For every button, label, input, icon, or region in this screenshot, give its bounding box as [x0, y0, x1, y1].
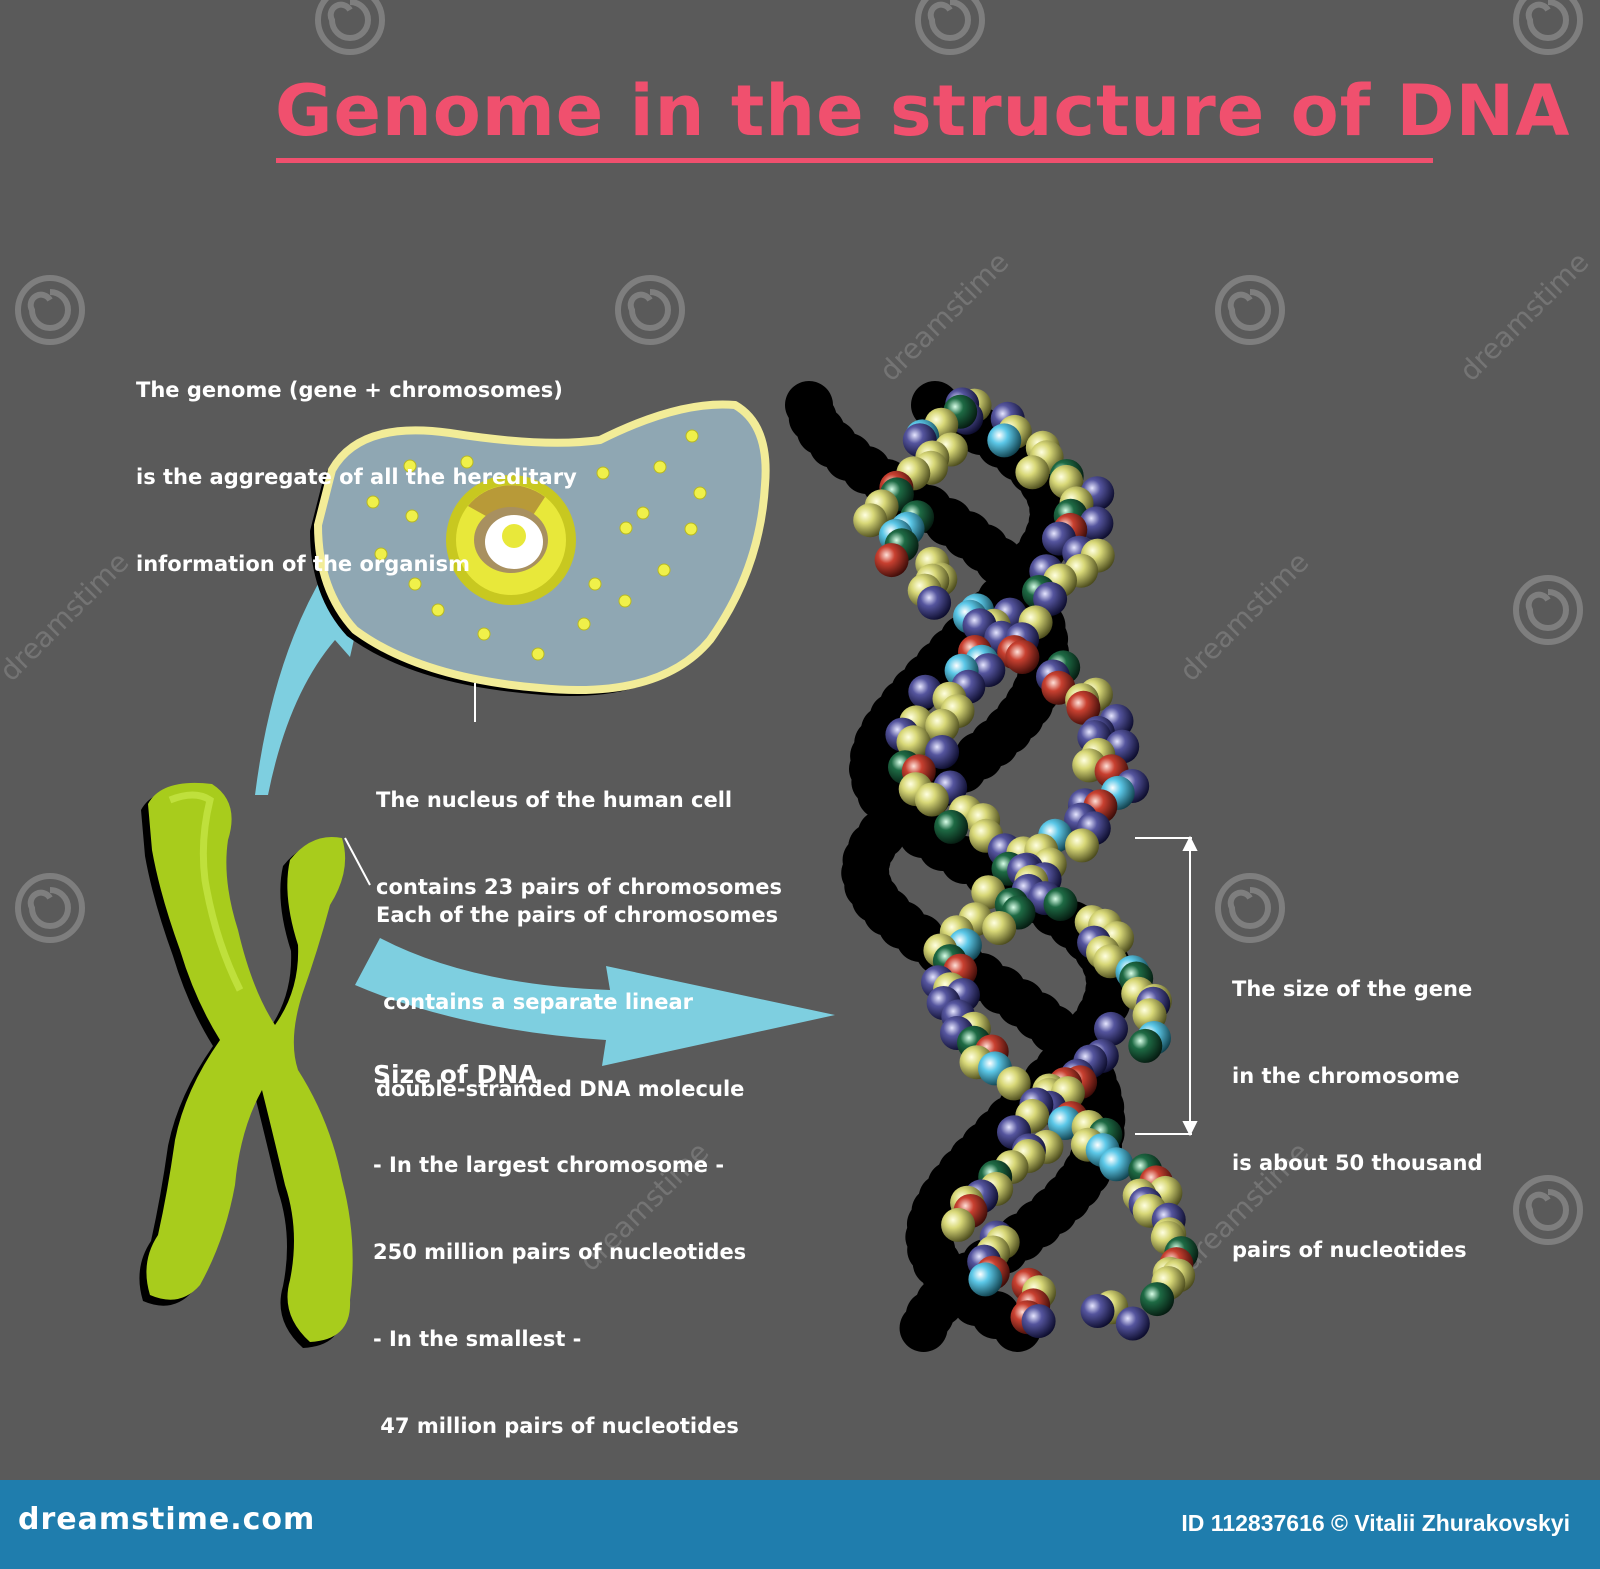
cell-granules — [366, 429, 707, 661]
dna-nucleotide-sphere — [917, 585, 952, 620]
dna-size-line-3: - In the smallest - — [373, 1327, 582, 1351]
dna-size-text: - In the largest chromosome - 250 millio… — [373, 1093, 746, 1499]
genome-line-3: information of the organism — [136, 552, 470, 576]
gene-size-text: The size of the gene in the chromosome i… — [1232, 917, 1483, 1323]
gene-line-4: pairs of nucleotides — [1232, 1238, 1467, 1262]
dna-nucleotide-sphere — [996, 1066, 1031, 1101]
dna-nucleotide-sphere — [1021, 1304, 1056, 1339]
dna-size-line-2: 250 million pairs of nucleotides — [373, 1240, 747, 1264]
nucleus — [446, 475, 576, 605]
dna-nucleotide-sphere — [1066, 690, 1101, 725]
dna-nucleotide-sphere — [982, 911, 1017, 945]
dna-nucleotide-sphere — [1115, 1306, 1150, 1341]
illustration — [15, 0, 1583, 1352]
human-cell — [310, 400, 770, 722]
watermark-swirls — [15, 0, 1583, 1245]
dna-nucleotide-sphere — [1094, 1011, 1128, 1046]
footer-brand[interactable]: dreamstime.com — [18, 1502, 316, 1537]
gene-line-1: The size of the gene — [1232, 977, 1473, 1001]
dna-nucleotide-sphere — [874, 543, 909, 578]
footer-bar: dreamstime.com ID 112837616 © Vitalii Zh… — [0, 1480, 1600, 1569]
arrow-chromosome-to-dna — [355, 938, 835, 1066]
genome-line-1: The genome (gene + chromosomes) — [136, 378, 563, 402]
page-title: Genome in the structure of DNA — [275, 70, 1571, 152]
dna-nucleotide-sphere — [853, 503, 888, 538]
chromosome-pointer-line — [344, 837, 371, 886]
dna-nucleotide-sphere — [1005, 640, 1040, 674]
dna-nucleotide-sphere — [914, 782, 949, 817]
dna-double-helix — [785, 381, 1199, 1352]
genome-line-2: is the aggregate of all the hereditary — [136, 465, 577, 489]
title-underline — [276, 158, 1433, 163]
dna-nucleotide-sphere — [1099, 1147, 1134, 1182]
dna-nucleotide-sphere — [934, 809, 969, 844]
chromosome-pairs-text: Each of the pairs of chromosomes contain… — [376, 843, 778, 1162]
dna-nucleotide-sphere — [1080, 1294, 1115, 1328]
dna-nucleotide-sphere — [925, 708, 960, 743]
genome-definition-text: The genome (gene + chromosomes) is the a… — [136, 318, 577, 637]
dna-nucleotide-sphere — [925, 735, 960, 769]
dna-size-line-1: - In the largest chromosome - — [373, 1153, 725, 1177]
dna-backbone-blob — [899, 1304, 948, 1352]
arrow-cell-to-chromosome — [255, 572, 368, 795]
dna-nucleotide-sphere — [1015, 455, 1050, 490]
dna-nucleotide-sphere — [1140, 1282, 1175, 1317]
nucleus-text: The nucleus of the human cell contains 2… — [376, 728, 782, 960]
dna-nucleotide-sphere — [987, 423, 1022, 458]
pairs-line-2: contains a separate linear — [376, 990, 693, 1014]
nucleus-line-1: The nucleus of the human cell — [376, 788, 733, 812]
chromosome — [139, 782, 371, 1348]
dna-size-heading: Size of DNA — [373, 1060, 538, 1089]
dna-nucleotide-sphere — [1128, 1028, 1163, 1063]
dna-nucleotide-sphere — [1065, 828, 1099, 863]
pairs-line-3: double-stranded DNA molecule — [376, 1077, 745, 1101]
gene-size-bracket — [1135, 835, 1198, 1137]
dna-nucleotide-sphere — [941, 1207, 976, 1242]
gene-line-2: in the chromosome — [1232, 1064, 1460, 1088]
dna-nucleotide-sphere — [968, 1262, 1003, 1297]
dna-size-line-4: 47 million pairs of nucleotides — [373, 1414, 739, 1438]
footer-credit: ID 112837616 © Vitalii Zhurakovskyi — [1181, 1510, 1570, 1536]
dna-nucleotide-sphere — [1043, 887, 1078, 921]
pairs-line-1: Each of the pairs of chromosomes — [376, 903, 779, 927]
gene-line-3: is about 50 thousand — [1232, 1151, 1483, 1175]
dna-nucleotide-sphere — [1079, 506, 1114, 541]
nucleus-line-2: contains 23 pairs of chromosomes — [376, 875, 783, 899]
